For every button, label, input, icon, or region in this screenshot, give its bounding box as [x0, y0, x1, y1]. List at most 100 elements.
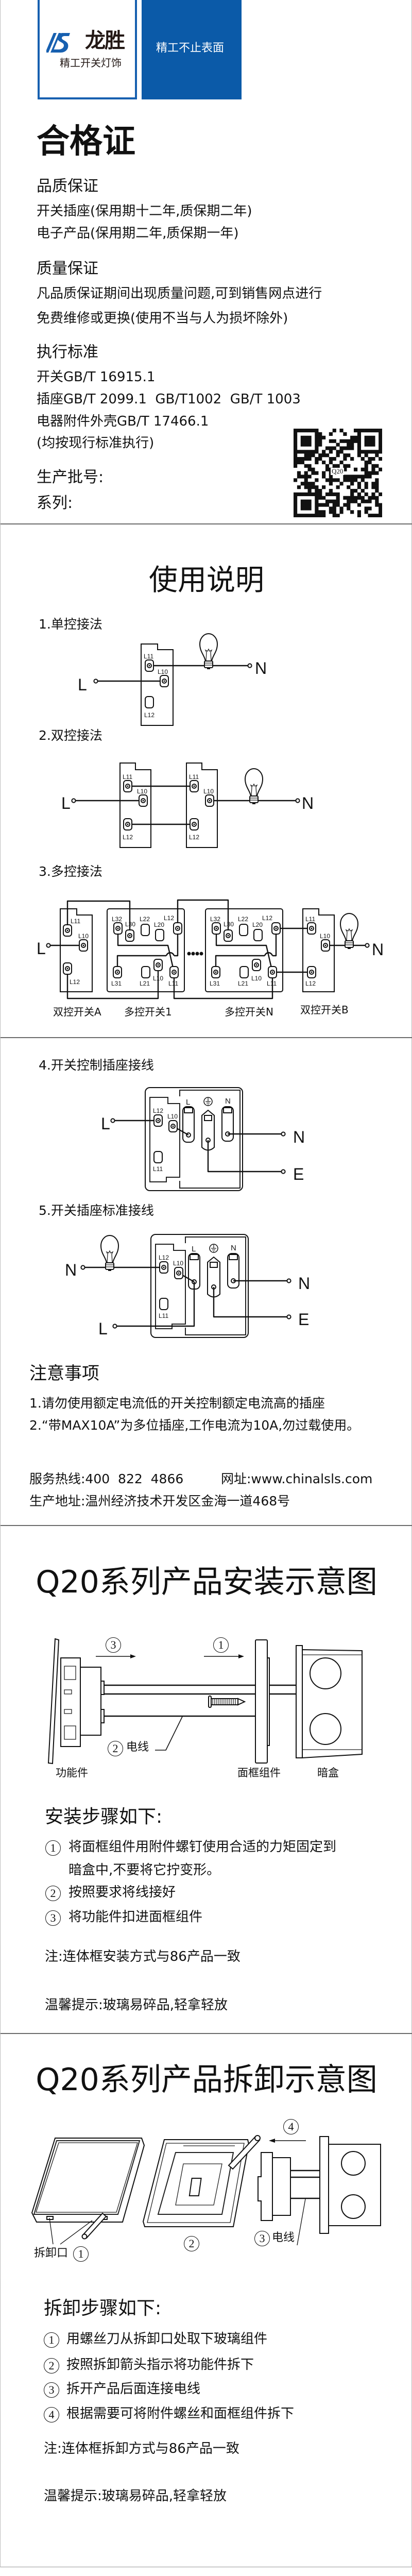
wire: [213, 1287, 289, 1318]
terminal-label: L11: [305, 916, 315, 923]
terminal-label: L32: [112, 916, 122, 923]
install-callout-2: 2: [108, 1741, 123, 1756]
terminal: L12: [262, 914, 281, 935]
earth-label-e: E: [298, 1310, 309, 1329]
terminal-label: L11: [153, 1165, 163, 1173]
terminal-label: L32: [210, 916, 220, 923]
terminal-label: L10: [320, 933, 330, 940]
removal-diagram: [31, 2135, 381, 2246]
multi-switch-n-body: [205, 908, 283, 992]
ellipsis-dots: [187, 952, 203, 956]
notes-heading: 注意事项: [29, 1363, 99, 1384]
wire: [215, 928, 273, 973]
terminal: L11: [189, 773, 199, 792]
terminal-label: L10: [251, 975, 262, 982]
double-control-heading: 2.双控接法: [39, 728, 102, 743]
arrow-left-icon: [269, 2139, 306, 2143]
terminal: L10: [173, 1260, 183, 1279]
terminal-label: L11: [168, 980, 178, 987]
section-divider: [1, 1037, 412, 1038]
socket-n-label: N: [225, 1097, 231, 1106]
caption-double-switch-a: 双控开关A: [53, 1006, 101, 1018]
install-step-text: 暗盒中,不要将它拧变形。: [68, 1862, 220, 1878]
terminal-label: L20: [252, 921, 263, 928]
certificate-title: 合格证: [37, 123, 135, 161]
slogan-banner: 精工不止表面: [142, 0, 242, 99]
caption-double-switch-b: 双控开关B: [300, 1004, 349, 1016]
wire-endpoint: [281, 1131, 286, 1137]
removal-note: 注:连体框拆卸方式与86产品一致: [44, 2441, 239, 2456]
terminal: L32: [210, 916, 221, 935]
terminal-label: L10: [153, 975, 163, 982]
caption-multi-switch-1: 多控开关1: [124, 1006, 172, 1018]
terminal: L21: [238, 966, 249, 987]
wire: [117, 928, 175, 973]
socket-n-label: N: [231, 1244, 236, 1252]
removal-callout-1: 1: [73, 2246, 89, 2262]
note-item: 2.“带MAX10A”为多位插座,工作电流为10A,勿过载使用。: [29, 1418, 360, 1433]
removal-callout-4: 4: [283, 2119, 299, 2134]
terminal-label: L11: [71, 918, 80, 925]
brand-name: 龙胜: [85, 29, 125, 53]
standards-heading: 执行标准: [37, 343, 98, 361]
terminal-label: L22: [238, 916, 248, 923]
removal-step-number: 2: [44, 2358, 59, 2374]
wire: [177, 899, 229, 936]
removal-step-text: 用螺丝刀从拆卸口处取下玻璃组件: [66, 2331, 268, 2347]
terminal-label: L10: [167, 1113, 178, 1120]
removal-slot-label: 拆卸口: [34, 2247, 68, 2260]
quality-line: 免费维修或更换(使用不当与人为损坏除外): [37, 311, 288, 326]
terminal: L12: [159, 1254, 169, 1274]
function-plate: [47, 1638, 60, 1765]
wire-endpoint: [281, 1169, 286, 1174]
removal-title: Q20系列产品拆卸示意图: [36, 2062, 377, 2098]
quality-heading: 质量保证: [37, 260, 98, 278]
terminal: L11: [267, 966, 277, 987]
quality-line: 凡品质保证期间出现质量问题,可到销售网点进行: [37, 286, 322, 301]
install-step-number: 3: [45, 1910, 61, 1926]
wire-endpoint: [247, 663, 252, 668]
wire: [174, 928, 179, 957]
terminal: L11: [159, 1298, 168, 1319]
terminal-label: L12: [70, 978, 80, 986]
removal-wire-label: 电线: [272, 2231, 295, 2244]
wire-endpoint: [93, 679, 98, 684]
install-step-text: 按照要求将线接好: [68, 1885, 176, 1900]
removal-callout-3: 3: [254, 2231, 270, 2246]
light-bulb-icon: [199, 633, 218, 669]
terminal: L21: [140, 966, 150, 987]
terminal: L10: [137, 788, 148, 807]
section-divider: [1, 523, 412, 524]
terminal: L22: [140, 916, 150, 936]
terminal-label: L31: [111, 980, 122, 987]
wire-leader-line: [297, 2198, 306, 2246]
service-hotline: 服务热线:400 822 4866: [29, 1471, 184, 1486]
terminal: L12: [189, 818, 199, 841]
terminal: L11: [144, 653, 154, 672]
terminal-label: L12: [189, 834, 199, 841]
terminal-label: L11: [159, 1312, 168, 1319]
terminal-label: L30: [224, 921, 234, 928]
brand-logo-icon: [46, 33, 70, 53]
section-divider: [1, 2033, 412, 2034]
terminal-label: L10: [158, 668, 168, 675]
light-bulb-icon: [244, 768, 264, 804]
neutral-label-n: N: [298, 1274, 310, 1293]
terminal: L10: [203, 788, 214, 807]
wire-endpoint: [71, 798, 76, 803]
warranty-heading: 品质保证: [37, 177, 98, 195]
qr-code: Q20: [294, 429, 383, 518]
standard-line: 电器附件外壳GB/T 17466.1: [37, 414, 209, 429]
terminal-label: L11: [123, 773, 132, 781]
multi-control-heading: 3.多控接法: [39, 864, 102, 879]
function-module: [258, 2152, 273, 2221]
brand-logo-card: 龙胜 精工开关灯饰: [38, 0, 137, 99]
box-flange: [319, 2136, 329, 2234]
terminal-label: L10: [78, 933, 89, 940]
wire-endpoint: [112, 1324, 117, 1329]
removal-step-text: 根据需要可将附件螺丝和面框组件拆下: [66, 2406, 295, 2421]
